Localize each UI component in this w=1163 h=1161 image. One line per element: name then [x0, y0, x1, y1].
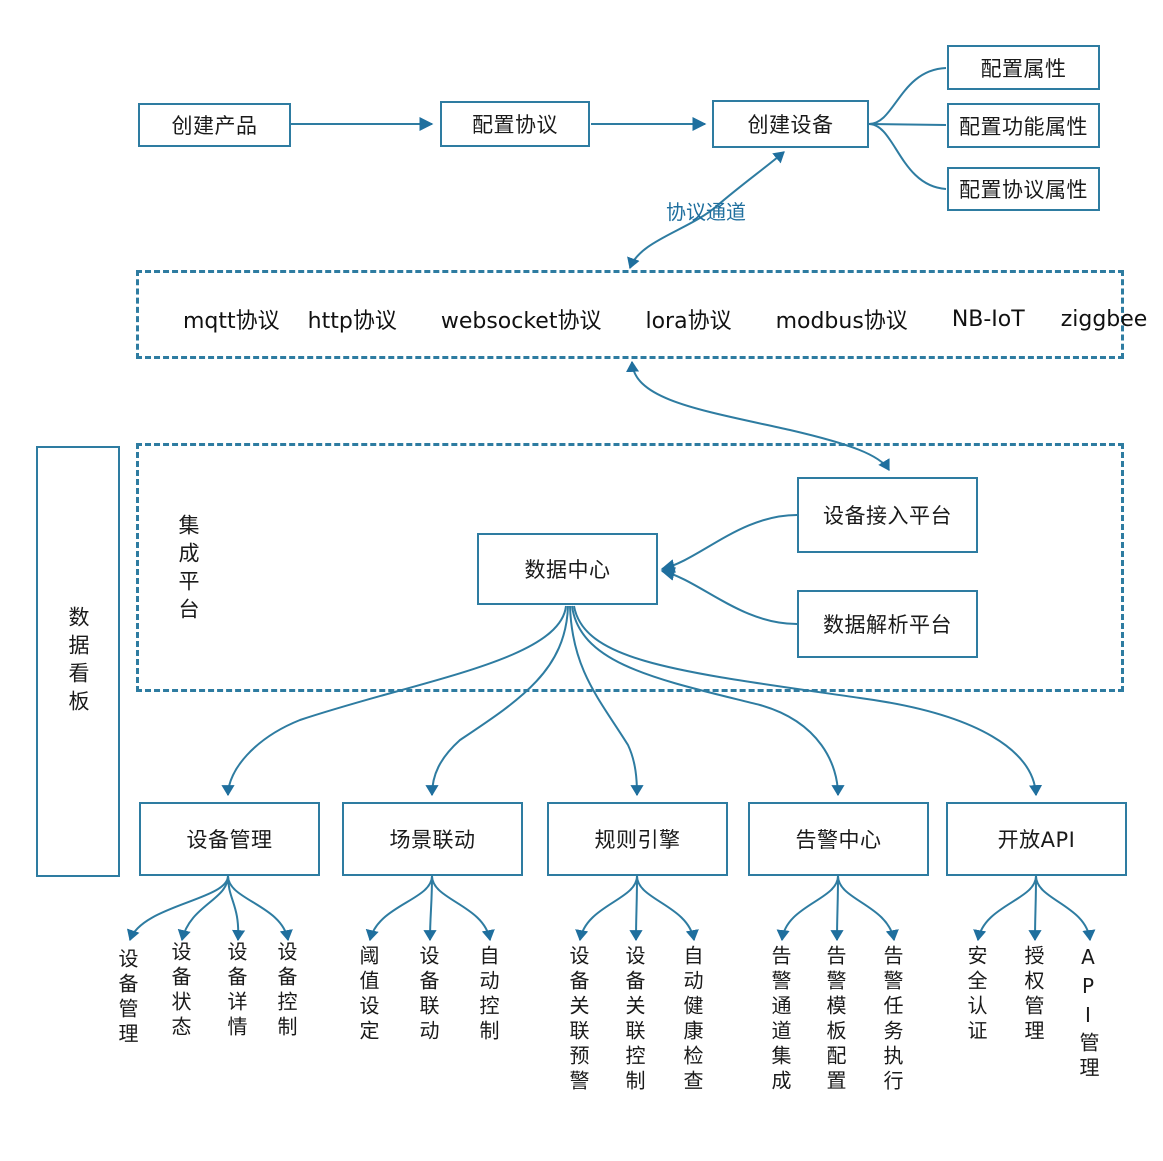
edge-dc-to-alarm — [571, 605, 845, 797]
node-config-function-attribute-label: 配置功能属性 — [959, 114, 1088, 139]
edge-leaf-3-2 — [629, 875, 643, 942]
node-module-device-management[interactable]: 设备管理 — [139, 802, 320, 876]
edge-leaf-1-2 — [177, 875, 229, 942]
node-create-product-label: 创建产品 — [171, 114, 258, 138]
edge-leaf-5-3 — [1035, 875, 1096, 942]
protocol-item-websocket[interactable]: websocket协议 — [440, 309, 602, 334]
node-data-dashboard[interactable]: 数据看板 — [36, 446, 120, 877]
node-data-dashboard-label: 数据看板 — [66, 605, 90, 718]
edge-device-to-attr2 — [868, 123, 947, 126]
leaf-rule-engine-1: 设备关联预警 — [566, 945, 590, 1095]
leaf-alarm-center-2: 告警模板配置 — [823, 945, 847, 1095]
protocol-band-container — [136, 270, 1124, 359]
edge-leaf-4-1 — [776, 875, 839, 942]
node-module-rule-engine[interactable]: 规则引擎 — [547, 802, 728, 876]
node-create-product[interactable]: 创建产品 — [138, 103, 291, 147]
edge-protocol-channel — [627, 151, 785, 270]
edge-dc-to-scene — [425, 605, 569, 797]
node-module-rule-engine-label: 规则引擎 — [594, 828, 681, 852]
node-config-function-attribute[interactable]: 配置功能属性 — [947, 103, 1100, 148]
leaf-device-management-3: 设备详情 — [224, 941, 248, 1041]
node-module-scene-linkage-label: 场景联动 — [389, 828, 476, 852]
edge-leaf-2-3 — [431, 875, 495, 942]
node-data-parse-platform-label: 数据解析平台 — [823, 613, 952, 637]
leaf-open-api-1: 安全认证 — [964, 945, 988, 1045]
leaf-device-management-2: 设备状态 — [168, 941, 192, 1041]
node-config-attribute[interactable]: 配置属性 — [947, 45, 1100, 90]
edge-device-to-attr1 — [868, 67, 947, 125]
edge-access-to-datacenter — [660, 514, 798, 573]
integration-platform-label: 集成平台 — [168, 505, 208, 635]
leaf-device-management-1: 设备管理 — [115, 948, 139, 1048]
leaf-open-api-2: 授权管理 — [1021, 945, 1045, 1045]
edge-leaf-1-4 — [227, 875, 293, 942]
protocol-item-lora[interactable]: lora协议 — [645, 309, 732, 334]
node-module-alarm-center[interactable]: 告警中心 — [748, 802, 929, 876]
edge-leaf-2-1 — [365, 875, 433, 942]
node-config-protocol-label: 配置协议 — [472, 113, 558, 137]
protocol-item-modbus[interactable]: modbus协议 — [775, 309, 908, 334]
node-config-protocol-attribute-label: 配置协议属性 — [959, 178, 1088, 202]
integration-platform-container — [136, 443, 1124, 692]
node-create-device[interactable]: 创建设备 — [712, 100, 869, 148]
protocol-item-ziggbee[interactable]: ziggbee — [1060, 306, 1148, 332]
node-data-center[interactable]: 数据中心 — [477, 533, 658, 605]
edge-leaf-5-1 — [973, 875, 1037, 942]
edge-dc-to-rule — [569, 605, 644, 797]
edge-label-protocol-channel: 协议通道 — [666, 200, 746, 224]
protocol-item-nbiot[interactable]: NB-IoT — [951, 306, 1025, 332]
protocol-item-http[interactable]: http协议 — [307, 309, 397, 334]
edge-leaf-2-2 — [423, 875, 437, 942]
protocol-band-items: mqtt协议 http协议 websocket协议 lora协议 modbus协… — [183, 303, 1147, 335]
node-module-device-management-label: 设备管理 — [186, 828, 273, 852]
leaf-scene-linkage-2: 设备联动 — [416, 945, 440, 1045]
edge-leaf-3-1 — [575, 875, 638, 942]
leaf-device-management-4: 设备控制 — [274, 941, 298, 1041]
node-module-scene-linkage[interactable]: 场景联动 — [342, 802, 523, 876]
leaf-scene-linkage-1: 阈值设定 — [356, 945, 380, 1045]
node-device-access-platform-label: 设备接入平台 — [823, 504, 952, 528]
edge-dc-to-api — [573, 605, 1043, 797]
node-config-protocol-attribute[interactable]: 配置协议属性 — [947, 167, 1100, 211]
node-data-parse-platform[interactable]: 数据解析平台 — [797, 590, 978, 658]
node-device-access-platform[interactable]: 设备接入平台 — [797, 477, 978, 553]
leaf-alarm-center-3: 告警任务执行 — [880, 945, 904, 1095]
leaf-rule-engine-2: 设备关联控制 — [622, 945, 646, 1095]
edge-device-to-attr3 — [868, 123, 947, 190]
node-config-protocol[interactable]: 配置协议 — [440, 101, 590, 147]
leaf-rule-engine-3: 自动健康检查 — [680, 945, 704, 1095]
edge-leaf-4-2 — [830, 875, 844, 942]
leaf-scene-linkage-3: 自动控制 — [476, 945, 500, 1045]
leaf-open-api-3: API管理 — [1076, 945, 1100, 1082]
node-module-open-api-label: 开放API — [997, 828, 1076, 852]
node-module-open-api[interactable]: 开放API — [946, 802, 1127, 876]
node-module-alarm-center-label: 告警中心 — [795, 828, 882, 852]
protocol-item-mqtt[interactable]: mqtt协议 — [183, 309, 280, 334]
leaf-alarm-center-1: 告警通道集成 — [768, 945, 792, 1095]
edge-leaf-1-3 — [227, 875, 246, 942]
edge-parse-to-datacenter — [660, 567, 798, 625]
integration-platform-label-text: 集成平台 — [176, 514, 200, 626]
node-config-attribute-label: 配置属性 — [980, 56, 1067, 81]
node-data-center-label: 数据中心 — [524, 558, 611, 582]
edge-dc-to-device-mgmt — [221, 605, 567, 797]
edge-leaf-3-3 — [636, 875, 699, 942]
edge-leaf-5-2 — [1028, 875, 1042, 942]
node-create-device-label: 创建设备 — [747, 113, 834, 137]
edge-leaf-4-3 — [837, 875, 899, 942]
edge-band-to-access-platform — [625, 360, 890, 471]
edge-leaf-1-1 — [126, 875, 229, 942]
